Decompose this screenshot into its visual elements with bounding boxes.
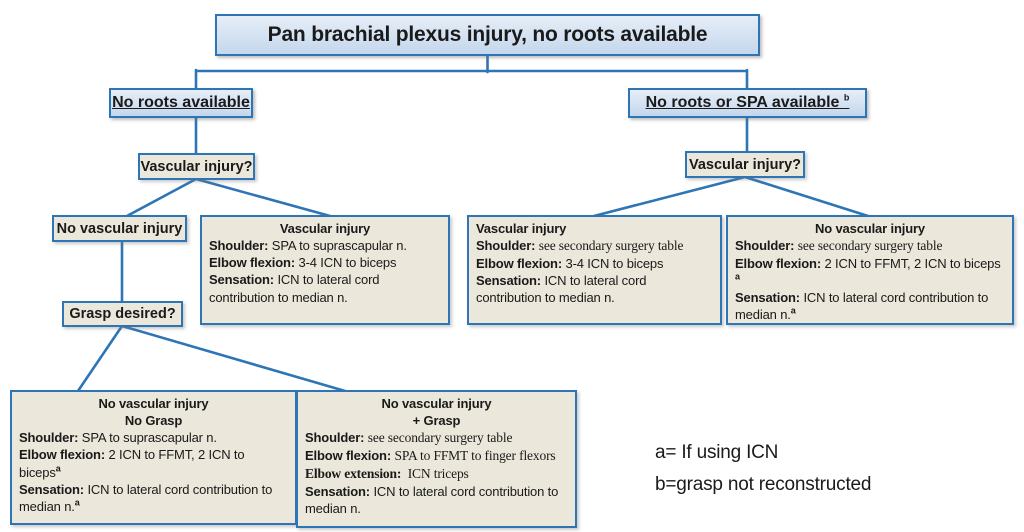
box-title: Vascular injury [279, 221, 371, 236]
elbow-flexion-row: Elbow flexion: 3-4 ICN to biceps [476, 255, 664, 271]
elbow-flexion-row: Elbow flexion: SPA to FFMT to finger fle… [305, 448, 556, 464]
sensation-row: Sensation: ICN to lateral cord contribut… [209, 272, 380, 305]
shoulder-row: Shoulder: see secondary surgery table [735, 238, 943, 254]
box-title: Vascular injury [476, 221, 567, 236]
right-vascular-detail-box: Vascular injury Shoulder: see secondary … [467, 215, 722, 325]
left-vascular-decision-box: Vascular injury? [138, 153, 255, 180]
grasp-decision-box: Grasp desired? [62, 301, 183, 327]
right-vascular-decision-text: Vascular injury? [688, 156, 802, 173]
left-header-box: No roots available [109, 88, 253, 118]
shoulder-row: Shoulder: SPA to suprascapular n. [209, 238, 407, 254]
box-title-line1: No vascular injury [381, 396, 492, 411]
left-vascular-decision-text: Vascular injury? [140, 158, 253, 175]
left-no-vascular-box: No vascular injury [52, 215, 187, 242]
left-header-text: No roots available [112, 94, 250, 111]
box-title-line2: + Grasp [412, 413, 461, 429]
left-vascular-detail-box: Vascular injury Shoulder: SPA to suprasc… [200, 215, 450, 325]
right-vascular-decision-box: Vascular injury? [685, 151, 805, 178]
no-grasp-detail-box: No vascular injury No Grasp Shoulder: SP… [10, 390, 297, 525]
box-title-line1: No vascular injury [98, 396, 209, 411]
title-text: Pan brachial plexus injury, no roots ava… [267, 23, 708, 46]
right-no-vascular-detail-box: No vascular injury Shoulder: see seconda… [726, 215, 1014, 325]
shoulder-row: Shoulder: see secondary surgery table [476, 238, 684, 254]
shoulder-row: Shoulder: see secondary surgery table [305, 430, 513, 446]
right-header-box: No roots or SPA available b [628, 88, 867, 118]
box-title-line2: No Grasp [124, 413, 183, 429]
footnote-a: a= If using ICN [655, 442, 779, 463]
sensation-row: Sensation: ICN to lateral cord contribut… [19, 481, 273, 514]
grasp-decision-text: Grasp desired? [69, 306, 176, 322]
grasp-detail-box: No vascular injury + Grasp Shoulder: see… [296, 390, 577, 528]
shoulder-row: Shoulder: SPA to suprascapular n. [19, 430, 217, 446]
elbow-flexion-row: Elbow flexion: 3-4 ICN to biceps [209, 255, 397, 271]
title-box: Pan brachial plexus injury, no roots ava… [215, 14, 760, 56]
sensation-row: Sensation: ICN to lateral cord contribut… [476, 273, 647, 306]
left-no-vascular-text: No vascular injury [56, 220, 183, 237]
sensation-row: Sensation: ICN to lateral cord contribut… [305, 483, 559, 516]
footnote-b: b=grasp not reconstructed [655, 473, 872, 495]
elbow-flexion-row: Elbow flexion: 2 ICN to FFMT, 2 ICN to b… [19, 447, 245, 480]
footnote-legend: a= If using ICN b=grasp not reconstructe… [655, 437, 871, 501]
box-title: No vascular injury [814, 221, 925, 236]
sensation-row: Sensation: ICN to lateral cord contribut… [735, 290, 989, 323]
right-header-text: No roots or SPA available b [645, 92, 850, 111]
elbow-extension-row: Elbow extension: ICN triceps [305, 465, 469, 481]
elbow-flexion-row: Elbow flexion: 2 ICN to FFMT, 2 ICN to b… [735, 255, 1001, 282]
